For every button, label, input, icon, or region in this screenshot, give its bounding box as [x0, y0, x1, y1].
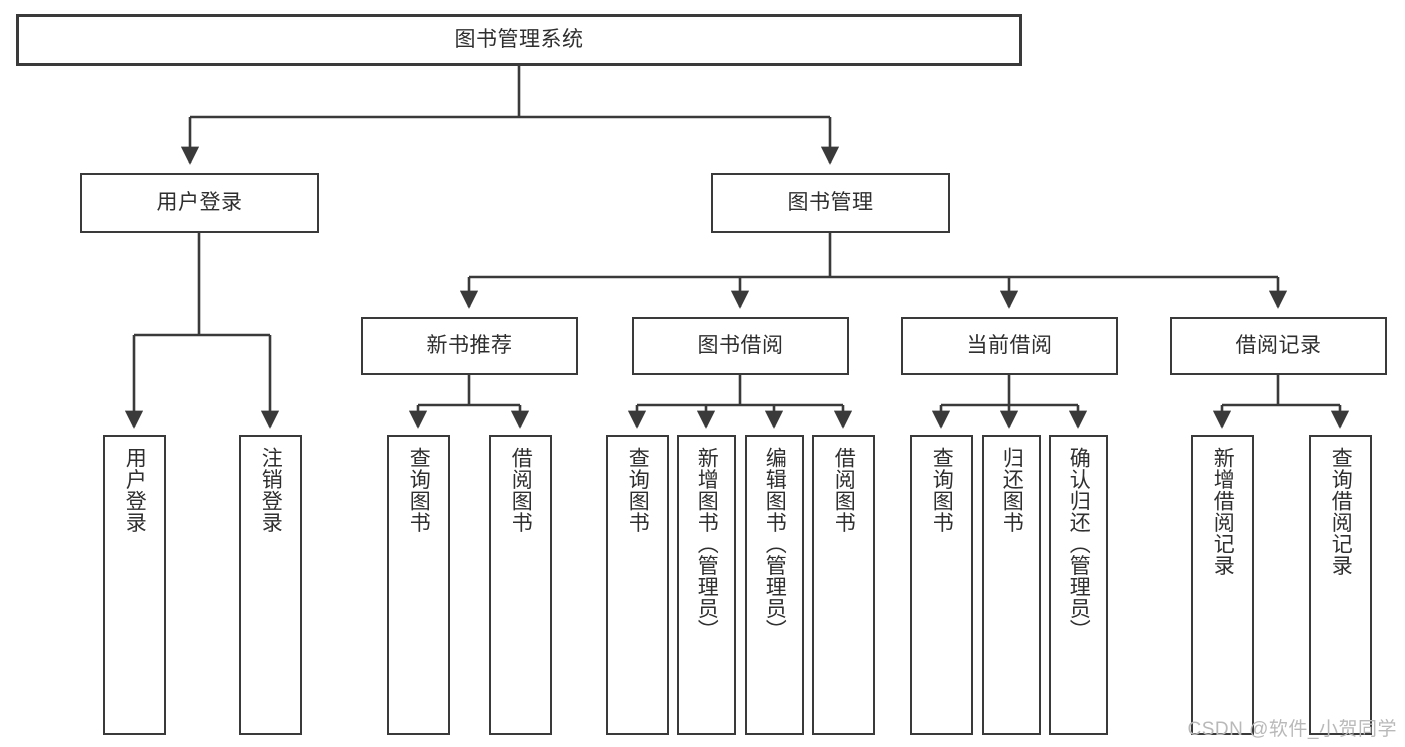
node-label: 图书管理 [787, 190, 874, 214]
leaf-current-borrow-return-book[interactable]: 归还图书 [982, 435, 1041, 735]
leaf-borrow-records-add-record[interactable]: 新增借阅记录 [1191, 435, 1254, 735]
node-book-management[interactable]: 图书管理 [711, 173, 950, 233]
node-current-borrow[interactable]: 当前借阅 [901, 317, 1118, 375]
node-user-login[interactable]: 用户登录 [80, 173, 319, 233]
node-label: 借阅记录 [1235, 333, 1322, 357]
node-new-book-recommend[interactable]: 新书推荐 [361, 317, 578, 375]
node-borrow-records[interactable]: 借阅记录 [1170, 317, 1387, 375]
leaf-new-book-borrow-book[interactable]: 借阅图书 [489, 435, 552, 735]
node-label: 注销登录 [259, 447, 283, 533]
node-label: 新书推荐 [426, 333, 513, 357]
node-label: 借阅图书 [509, 447, 533, 533]
leaf-user-login-logout[interactable]: 注销登录 [239, 435, 302, 735]
leaf-user-login-login[interactable]: 用户登录 [103, 435, 166, 735]
leaf-current-borrow-confirm-return-admin[interactable]: 确认归还（管理员） [1049, 435, 1108, 735]
node-label: 编辑图书（管理员） [763, 447, 787, 641]
node-book-borrow[interactable]: 图书借阅 [632, 317, 849, 375]
leaf-current-borrow-query-book[interactable]: 查询图书 [910, 435, 973, 735]
watermark-text: CSDN @软件_小贺同学 [1187, 719, 1397, 740]
node-label: 图书管理系统 [454, 27, 584, 51]
node-label: 查询图书 [407, 447, 431, 533]
node-label: 新增借阅记录 [1211, 447, 1235, 576]
node-root-book-management-system[interactable]: 图书管理系统 [16, 14, 1022, 66]
leaf-new-book-query-book[interactable]: 查询图书 [387, 435, 450, 735]
leaf-borrow-records-query-record[interactable]: 查询借阅记录 [1309, 435, 1372, 735]
leaf-book-borrow-query-book[interactable]: 查询图书 [606, 435, 669, 735]
node-label: 当前借阅 [966, 333, 1053, 357]
node-label: 新增图书（管理员） [695, 447, 719, 641]
node-label: 查询图书 [930, 447, 954, 533]
leaf-book-borrow-borrow-book[interactable]: 借阅图书 [812, 435, 875, 735]
node-label: 借阅图书 [832, 447, 856, 533]
node-label: 用户登录 [123, 447, 147, 533]
node-label: 确认归还（管理员） [1067, 447, 1091, 641]
node-label: 用户登录 [156, 190, 243, 214]
node-label: 查询图书 [626, 447, 650, 533]
node-label: 查询借阅记录 [1329, 447, 1353, 576]
node-label: 归还图书 [1000, 447, 1024, 533]
node-label: 图书借阅 [697, 333, 784, 357]
leaf-book-borrow-edit-book-admin[interactable]: 编辑图书（管理员） [745, 435, 804, 735]
leaf-book-borrow-add-book-admin[interactable]: 新增图书（管理员） [677, 435, 736, 735]
